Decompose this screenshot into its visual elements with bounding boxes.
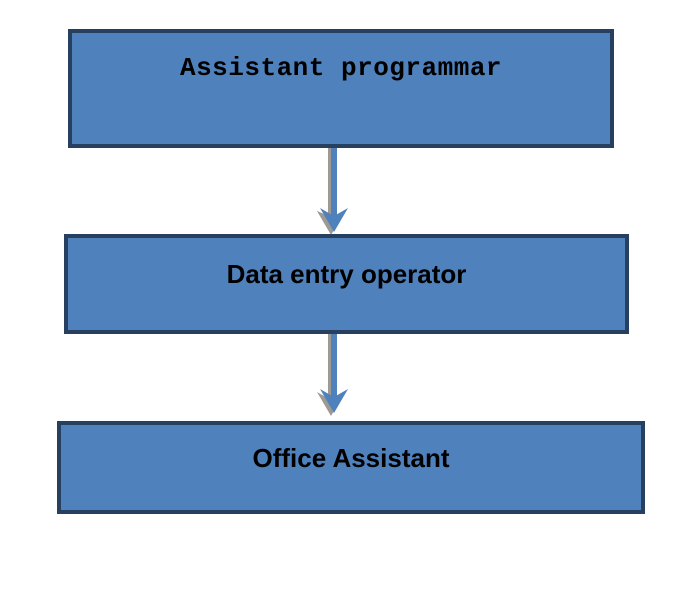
node-label-2: Data entry operator bbox=[226, 259, 467, 289]
connector-1-arrow[interactable] bbox=[308, 140, 364, 245]
arrow-body bbox=[320, 326, 348, 413]
connector-2-arrow[interactable] bbox=[308, 326, 364, 426]
node-label-1: Assistant programmar bbox=[179, 53, 503, 83]
node-office-assistant[interactable]: Office Assistant bbox=[57, 421, 645, 514]
node-assistant-programmar[interactable]: Assistant programmar bbox=[68, 29, 614, 148]
node-data-entry-operator[interactable]: Data entry operator bbox=[64, 234, 629, 334]
arrow-body bbox=[320, 140, 348, 232]
node-label-3: Office Assistant bbox=[252, 443, 450, 473]
